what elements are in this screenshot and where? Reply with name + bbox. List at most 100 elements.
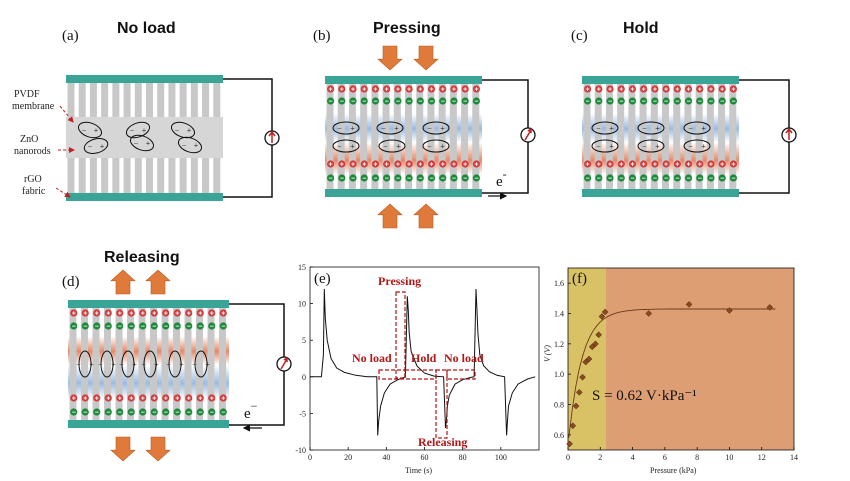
svg-text:−: −: [141, 360, 146, 369]
svg-text:−: −: [664, 99, 668, 106]
svg-text:−: −: [675, 176, 679, 183]
panel-c: (c) Hold ++++++++++++++−−−−−−−−−−−−−−+++…: [571, 20, 797, 197]
svg-text:+: +: [463, 87, 467, 94]
positive-charge: [707, 85, 715, 93]
svg-text:−: −: [720, 176, 724, 183]
data-point: [645, 310, 653, 317]
positive-charge: [640, 160, 648, 168]
svg-text:−: −: [362, 99, 366, 106]
positive-charge: [127, 394, 135, 402]
svg-text:−: −: [182, 141, 187, 150]
surface-charges: ++++++++++++++−−−−−−−−−−−−−−++++++++++++…: [70, 309, 227, 417]
svg-text:−: −: [642, 124, 647, 133]
negative-charge: [628, 174, 637, 182]
nanorod: [196, 308, 203, 420]
svg-text:−: −: [72, 410, 76, 417]
svg-text:−: −: [198, 324, 202, 331]
nanorod: [472, 84, 480, 189]
svg-text:−: −: [129, 324, 133, 331]
data-point: [572, 402, 580, 410]
svg-text:−: −: [698, 176, 702, 183]
panel-a: (a) No load PVDF membrane ZnO nanorods r…: [12, 20, 280, 201]
positive-charge: [70, 394, 78, 402]
data-point: [579, 373, 586, 381]
dipole: [683, 121, 711, 135]
svg-text:−: −: [463, 176, 467, 183]
svg-text:−: −: [340, 176, 344, 183]
negative-charge: [371, 97, 380, 105]
positive-charge: [673, 85, 681, 93]
electron-label: e−: [244, 399, 258, 422]
svg-text:+: +: [198, 396, 202, 403]
svg-text:+: +: [194, 141, 199, 150]
x-tick-label: 0: [308, 453, 312, 462]
svg-text:+: +: [698, 162, 702, 169]
svg-text:−: −: [166, 360, 171, 369]
dipole: [125, 121, 151, 139]
x-tick-label: 0: [566, 453, 570, 462]
arrow-down-icon: [413, 45, 439, 71]
svg-text:−: −: [452, 99, 456, 106]
dipole: [129, 134, 155, 152]
svg-text:+: +: [351, 162, 355, 169]
nanorod: [706, 84, 714, 189]
nanorod: [393, 84, 401, 189]
positive-charge: [383, 85, 391, 93]
svg-text:−: −: [130, 126, 135, 135]
positive-charge: [150, 309, 158, 317]
nanorod: [650, 84, 658, 189]
positive-charge: [70, 309, 78, 317]
positive-charge: [185, 394, 193, 402]
chart-f-ylabel: V (V): [543, 345, 552, 362]
nanorod: [150, 308, 157, 420]
svg-text:+: +: [394, 124, 399, 133]
svg-text:−: −: [337, 142, 342, 151]
positive-charge: [104, 309, 112, 317]
nanorod: [127, 308, 134, 420]
svg-text:+: +: [452, 87, 456, 94]
positive-charge: [185, 309, 193, 317]
panel-c-title: Hold: [623, 20, 659, 37]
svg-text:−: −: [427, 124, 432, 133]
negative-charge: [93, 322, 101, 330]
svg-text:−: −: [141, 324, 145, 331]
negative-charge: [718, 97, 726, 105]
negative-charge: [208, 408, 216, 416]
y-tick-label: 1.6: [554, 279, 564, 288]
label-noload-1: No load: [352, 351, 392, 365]
svg-text:−: −: [373, 176, 377, 183]
x-tick-label: 10: [725, 453, 733, 462]
nanorod: [729, 84, 737, 189]
positive-charge: [439, 160, 447, 168]
svg-text:−: −: [688, 142, 693, 151]
svg-text:−: −: [597, 176, 601, 183]
negative-charge: [673, 97, 681, 105]
bottom-electrode: [66, 193, 223, 201]
data-point: [601, 308, 609, 316]
label-pressing: Pressing: [378, 274, 421, 288]
dipole: [591, 121, 619, 135]
svg-text:+: +: [154, 360, 159, 369]
svg-text:−: −: [418, 99, 422, 106]
svg-text:−: −: [351, 99, 355, 106]
label-releasing: Releasing: [418, 435, 467, 449]
negative-charge: [219, 408, 227, 416]
y-tick-label: -10: [295, 446, 306, 455]
data-point: [726, 307, 733, 314]
dipole: [376, 121, 404, 135]
positive-charge: [360, 160, 368, 168]
svg-text:−: −: [731, 99, 735, 106]
negative-charge: [127, 322, 135, 330]
nanorod: [695, 84, 703, 189]
svg-text:−: −: [664, 176, 668, 183]
membrane-label: membrane: [12, 101, 55, 112]
panel-c-letter: (c): [571, 28, 588, 44]
svg-text:−: −: [210, 410, 214, 417]
svg-text:+: +: [675, 87, 679, 94]
svg-text:+: +: [106, 311, 110, 318]
arrow-up-icon: [413, 203, 439, 229]
negative-charge: [684, 97, 693, 105]
top-electrode: [68, 300, 229, 308]
